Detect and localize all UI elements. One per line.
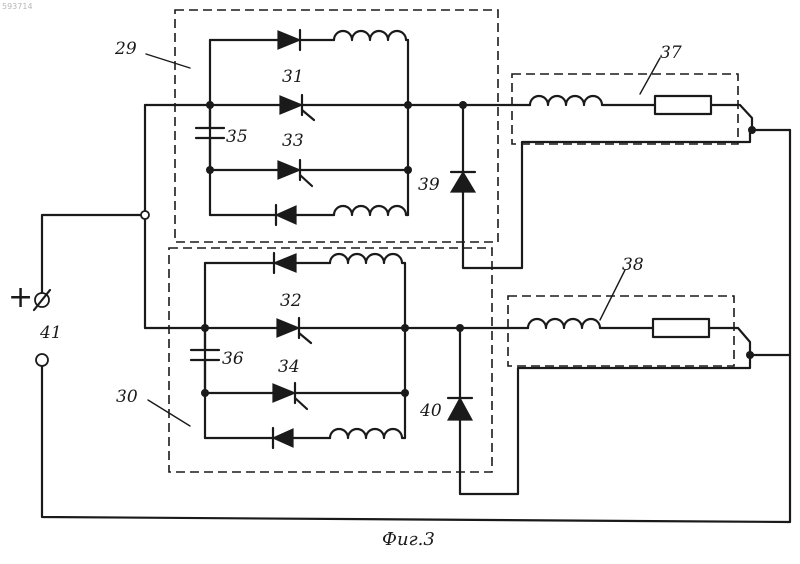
lower-block-symbols (273, 253, 472, 448)
load-38-frame (508, 296, 734, 366)
lower-block-wiring (145, 254, 750, 494)
label-38: 38 (622, 255, 644, 275)
label-40: 40 (419, 401, 442, 421)
label-31: 31 (282, 67, 304, 87)
terminal-plus-sign: + (8, 280, 33, 315)
upper-block-symbols (276, 30, 475, 225)
supply-trunk (42, 105, 790, 522)
thyristor-lower-bottom (273, 429, 293, 447)
thyristor-32 (277, 319, 299, 337)
label-41: 41 (39, 323, 62, 343)
label-32: 32 (280, 291, 302, 311)
thyristor-33 (278, 161, 300, 179)
label-37: 37 (660, 43, 682, 63)
label-33: 33 (282, 131, 304, 151)
leader-lines (146, 54, 660, 426)
label-30: 30 (116, 387, 138, 407)
label-35: 35 (226, 127, 248, 147)
resistor-38 (653, 319, 709, 337)
thyristor-31 (280, 96, 302, 114)
load-37 (530, 96, 790, 130)
diode-40 (448, 398, 472, 420)
thyristor-upper-top (278, 31, 300, 49)
label-34: 34 (278, 357, 300, 377)
trunk-node (141, 211, 149, 219)
load-38 (528, 319, 790, 355)
label-29: 29 (114, 39, 137, 59)
thyristor-34 (273, 384, 295, 402)
resistor-37 (655, 96, 711, 114)
watermark-text: 593714 (2, 2, 33, 11)
thyristor-lower-top (274, 254, 296, 272)
load-37-frame (512, 74, 738, 144)
figure-caption: Фиг.3 (382, 529, 435, 550)
block-29-frame (175, 10, 498, 242)
terminal-minus (36, 354, 48, 366)
upper-block-wiring (145, 31, 750, 268)
label-36: 36 (222, 349, 244, 369)
thyristor-upper-bottom (276, 206, 296, 224)
diode-39 (451, 172, 475, 192)
label-39: 39 (418, 175, 440, 195)
